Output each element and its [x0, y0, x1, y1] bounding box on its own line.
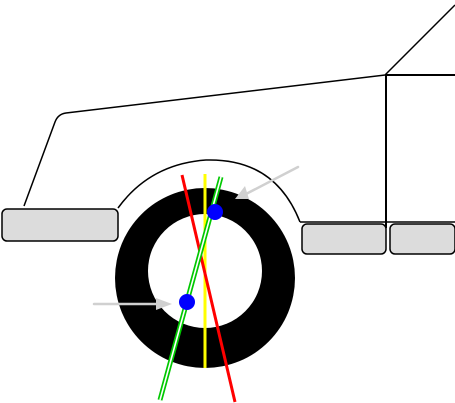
car-hood-and-fender-outline [23, 4, 455, 207]
trim-pieces [1, 208, 455, 255]
tilted-axis-line [180, 174, 237, 403]
upper-arrow-icon [235, 165, 300, 199]
lower-pivot-dot-icon [179, 294, 195, 310]
car-body [23, 4, 455, 228]
wheel-arch [117, 159, 301, 223]
front-bumper [1, 208, 119, 242]
rear-side-trim-left [301, 223, 387, 255]
lower-arrow-icon [92, 298, 172, 310]
upper-pivot-dot-icon [207, 204, 223, 220]
rear-side-trim-right [389, 223, 455, 255]
